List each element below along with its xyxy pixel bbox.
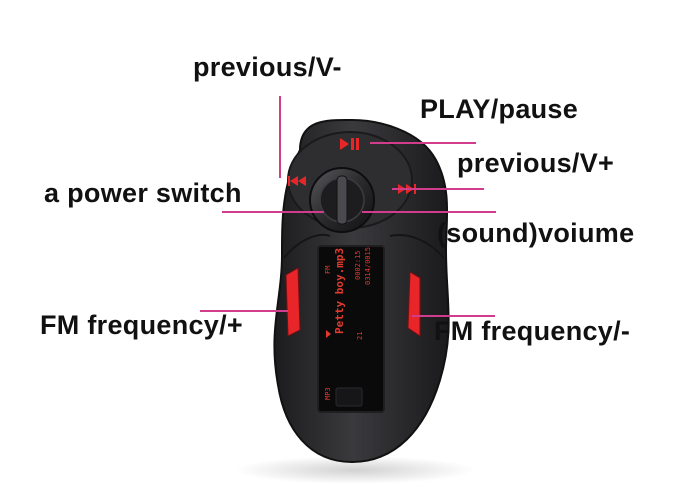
lcd-mp3-tag: MP3 xyxy=(324,387,332,400)
label-volume: (sound)voiume xyxy=(437,218,635,248)
previous-icon xyxy=(288,176,306,186)
body-seam-left xyxy=(283,233,331,259)
label-play-pause: PLAY/pause xyxy=(420,94,579,124)
lcd-freq-line: 0002:15 xyxy=(354,250,362,280)
lcd-content: Petty boy.mp3 FM MP3 0002:15 0314/0015 2… xyxy=(324,247,372,400)
lcd-track-number: 21 xyxy=(356,332,364,340)
label-power-switch: a power switch xyxy=(44,178,242,208)
fm-minus-button[interactable] xyxy=(407,271,421,337)
play-pause-icon xyxy=(340,138,359,150)
label-fm-frequency-minus: FM frequency/- xyxy=(434,316,631,346)
power-knob-grip xyxy=(336,175,348,225)
lcd-fm-tag: FM xyxy=(324,266,332,274)
body-seam-right xyxy=(389,234,445,259)
lcd-song-title: Petty boy.mp3 xyxy=(333,248,346,334)
label-fm-frequency-plus: FM frequency/+ xyxy=(40,310,243,340)
lcd-time-line: 0314/0015 xyxy=(364,247,372,285)
fm-plus-button[interactable] xyxy=(285,267,301,337)
label-previous-vplus: previous/V+ xyxy=(457,148,615,178)
lcd-bottom-slot xyxy=(335,387,363,407)
lcd-play-indicator xyxy=(326,330,331,338)
lcd-screen xyxy=(317,245,385,413)
device-shadow xyxy=(235,456,475,484)
label-previous-vminus: previous/V- xyxy=(193,52,342,82)
leader-lines xyxy=(200,96,496,317)
